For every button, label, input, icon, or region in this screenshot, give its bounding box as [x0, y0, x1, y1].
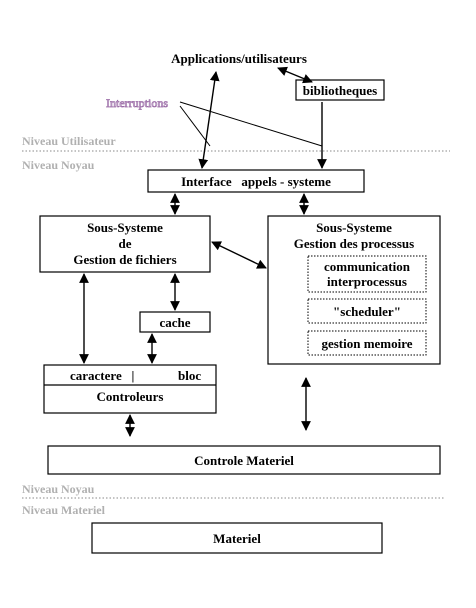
niveau-utilisateur-label: Niveau Utilisateur: [22, 134, 116, 148]
bloc-label: bloc: [178, 368, 201, 383]
gestion-memoire-label: gestion memoire: [321, 336, 412, 351]
communication-box: [307, 255, 427, 293]
scheduler-box: [307, 298, 427, 324]
arrow-file-process-subsystem: [211, 241, 267, 269]
line-interruptions-interface-left: [179, 105, 211, 147]
process-subsystem-line2: Gestion des processus: [294, 236, 414, 251]
communication-line1: communication: [324, 259, 411, 274]
controleurs-label: Controleurs: [97, 389, 164, 404]
line-interruptions-interface-right: [179, 101, 323, 147]
gestion-memoire-box: [307, 330, 427, 356]
applications-label: Applications/utilisateurs: [171, 51, 307, 66]
file-subsystem-box: [39, 215, 211, 273]
process-subsystem-line1: Sous-Systeme: [316, 220, 392, 235]
materiel-label: Materiel: [213, 531, 261, 546]
bibliotheques-label: bibliotheques: [303, 83, 377, 98]
file-subsystem-line1: Sous-Systeme: [87, 220, 163, 235]
niveau-materiel-label: Niveau Materiel: [22, 503, 106, 517]
bibliotheques-box: [295, 79, 385, 101]
cache-label: cache: [159, 315, 190, 330]
file-subsystem-line3: Gestion de fichiers: [73, 252, 176, 267]
controle-materiel-label: Controle Materiel: [194, 453, 294, 468]
communication-line2: interprocessus: [327, 274, 407, 289]
interruptions-label: Interruptions: [106, 96, 168, 110]
niveau-noyau-bottom-label: Niveau Noyau: [22, 482, 95, 496]
controle-materiel-box: [47, 445, 441, 475]
interface-box: [147, 169, 365, 193]
arrow-applications-bibliotheques: [277, 66, 313, 84]
interface-label: Interface appels - systeme: [181, 174, 331, 189]
arrow-applications-interface: [198, 71, 220, 169]
file-subsystem-line2: de: [119, 236, 132, 251]
scheduler-label: "scheduler": [333, 304, 401, 319]
materiel-box: [91, 522, 383, 554]
niveau-noyau-top-label: Niveau Noyau: [22, 158, 95, 172]
caractere-label: caractere |: [70, 368, 134, 383]
controleurs-box: [43, 364, 217, 414]
cache-box: [139, 311, 211, 333]
